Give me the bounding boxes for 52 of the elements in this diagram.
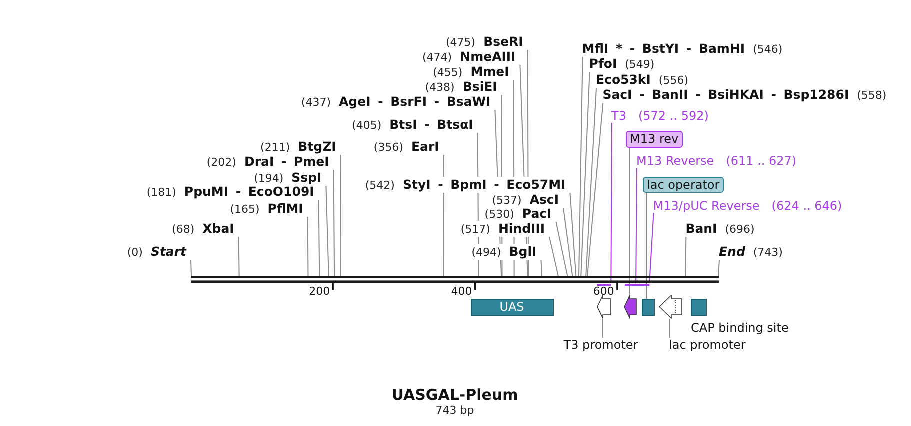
primer-label: T3 (572 .. 592) (612, 109, 709, 123)
map-title: UASGAL-Pleum (392, 386, 518, 404)
cut-site-label: (530) PacI (484, 206, 557, 222)
cut-site-label: (517) HindIII (460, 221, 550, 237)
sequence-length: 743 bp (436, 404, 474, 417)
leader-line (578, 56, 584, 276)
leader-line (333, 170, 336, 276)
cut-site-label: PfoI (549) (589, 56, 655, 72)
primer-label: M13/pUC Reverse (624 .. 646) (653, 199, 842, 213)
feature-label: lac operator (643, 177, 724, 193)
feature-label: CAP binding site (691, 321, 789, 335)
leader-line (718, 260, 720, 276)
leader-line (587, 102, 604, 276)
cut-site-label: BanI (696) (686, 221, 755, 237)
leader-line (570, 192, 577, 276)
leader-line (580, 72, 590, 276)
leader-line (307, 216, 309, 276)
scale-label: 400 (451, 286, 472, 298)
leader-line (549, 236, 559, 276)
leader-line (629, 148, 630, 296)
sequence-end-label: End (743) (719, 244, 783, 260)
leader-line (340, 154, 342, 276)
leader-line (556, 222, 568, 276)
cut-site-label: SacI - BanII - BsiHKAI - Bsp1286I (558) (602, 87, 887, 103)
scale-label: 600 (593, 286, 614, 298)
leader-line (190, 260, 192, 276)
promoter-feature (658, 295, 682, 319)
leader-line (649, 212, 654, 284)
promoter-feature (596, 295, 611, 319)
leader-line (646, 192, 647, 300)
cut-site-label: MflI * - BstYI - BamHI (546) (582, 41, 783, 57)
feature-label: M13 rev (626, 131, 683, 148)
scale-label: 200 (309, 286, 330, 298)
feature-label: T3 promoter (564, 338, 638, 352)
cut-site-label: Eco53kI (556) (596, 72, 688, 88)
feature-box (690, 299, 706, 316)
leader-line (586, 88, 597, 276)
leader-line (685, 236, 687, 276)
leader-line (610, 122, 612, 284)
dna-backbone (191, 276, 719, 283)
feature-box (642, 299, 654, 316)
leader-line (540, 260, 543, 276)
primer-label: M13 Reverse (611 .. 627) (636, 154, 797, 168)
leader-line (602, 318, 604, 338)
leader-line (326, 186, 330, 276)
leader-line (318, 200, 320, 276)
feature-label: lac promoter (669, 338, 746, 352)
primer-site-feature (624, 295, 637, 319)
leader-line (563, 208, 574, 276)
feature-box: UAS (470, 299, 554, 316)
leader-line (238, 236, 240, 276)
leader-line (636, 168, 638, 284)
